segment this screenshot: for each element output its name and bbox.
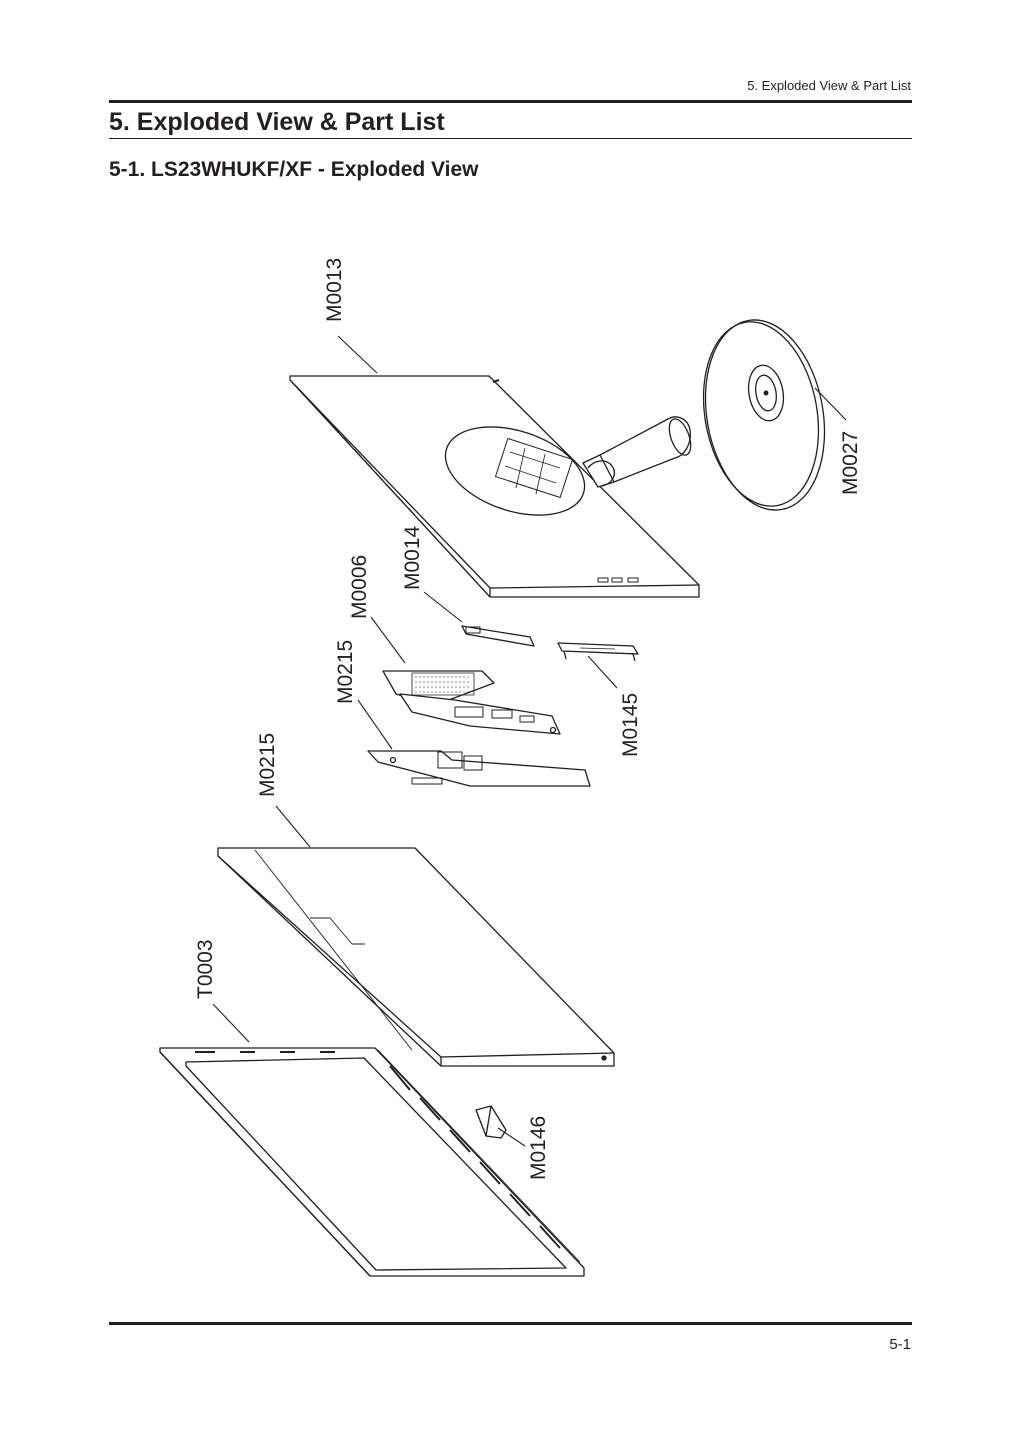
shield-drawing: [382, 670, 561, 735]
front-button-drawing: [475, 1105, 507, 1139]
label-front-bezel: T0003: [194, 939, 217, 999]
label-panel: M0215: [256, 733, 279, 797]
label-front-button: M0146: [527, 1116, 550, 1180]
footer-rule: [109, 1322, 912, 1325]
title-rule: [109, 138, 912, 139]
rear-cover-drawing: [289, 375, 700, 598]
label-shield: M0006: [348, 555, 371, 619]
section-title: 5-1. LS23WHUKF/XF - Exploded View: [109, 158, 479, 181]
label-rear-cover: M0013: [323, 258, 346, 322]
page-title: 5. Exploded View & Part List: [109, 108, 445, 136]
function-bracket-drawing: [557, 642, 639, 662]
label-main-board: M0215: [334, 640, 357, 704]
main-board-drawing: [367, 750, 591, 787]
label-control-board: M0014: [401, 525, 424, 590]
running-header: 5. Exploded View & Part List: [747, 78, 911, 93]
leader-lines: [212, 335, 847, 1147]
stand-neck-drawing: [582, 416, 692, 488]
control-board-drawing: [461, 625, 535, 647]
header-rule: [109, 100, 912, 103]
stand-base-drawing: [702, 319, 826, 511]
lcd-panel-drawing: [217, 847, 615, 1067]
page-number: 5-1: [889, 1336, 911, 1353]
label-function-bracket: M0145: [619, 693, 642, 757]
label-stand-base: M0027: [839, 431, 862, 495]
front-bezel-drawing: [159, 1047, 585, 1277]
